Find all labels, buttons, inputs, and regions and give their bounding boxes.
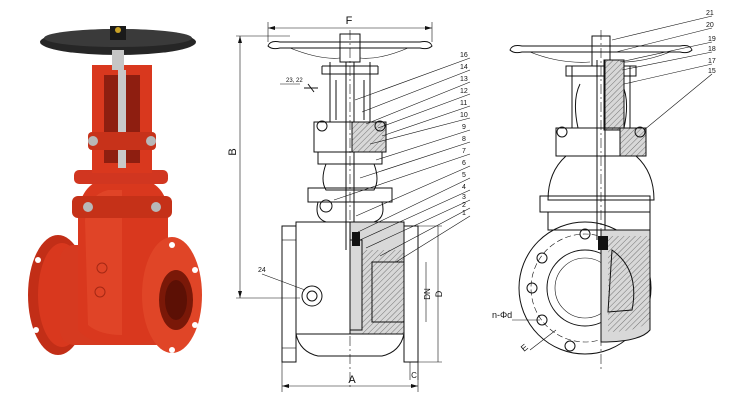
dimension-A: A xyxy=(348,374,356,386)
dimension-F: F xyxy=(346,15,353,27)
pcd-label-E: E xyxy=(519,342,530,354)
side-part-labels: 21 20 19 18 17 15 xyxy=(706,10,716,75)
label-23-22: 23, 22 xyxy=(286,78,303,84)
part-label: 14 xyxy=(460,64,468,71)
part-label: 7 xyxy=(462,148,466,155)
dimension-C: C xyxy=(411,371,417,380)
part-label: 16 xyxy=(460,52,468,59)
part-label: 17 xyxy=(708,58,716,65)
part-label: 6 xyxy=(462,160,466,167)
part-label: 19 xyxy=(708,36,716,43)
part-label: 3 xyxy=(462,194,466,201)
part-label: 12 xyxy=(460,88,468,95)
label-24: 24 xyxy=(258,267,266,274)
bolt-hole-note: n-Φd xyxy=(492,310,512,320)
dimension-DN: DN xyxy=(423,288,432,300)
part-label: 15 xyxy=(708,68,716,75)
front-view-drawing: F B 23, 22 xyxy=(227,15,471,392)
part-label: 4 xyxy=(462,184,466,191)
valve-photo xyxy=(28,26,202,355)
part-label: 8 xyxy=(462,136,466,143)
part-label: 11 xyxy=(460,100,467,107)
part-label: 9 xyxy=(462,124,466,131)
dimension-B: B xyxy=(227,148,239,155)
side-view-drawing: n-Φd E 21 20 19 18 17 15 xyxy=(492,10,716,370)
part-label: 5 xyxy=(462,172,466,179)
front-part-labels: 16 14 13 12 11 10 9 8 7 6 5 4 3 2 1 xyxy=(460,52,468,217)
part-label: 21 xyxy=(706,10,714,17)
part-label: 10 xyxy=(460,112,468,119)
part-label: 18 xyxy=(708,46,716,53)
dimension-D: D xyxy=(434,290,444,297)
side-flange-circle xyxy=(518,221,652,355)
part-label: 2 xyxy=(462,202,466,209)
part-label: 1 xyxy=(462,210,466,217)
part-label: 20 xyxy=(706,22,714,29)
part-label: 13 xyxy=(460,76,468,83)
